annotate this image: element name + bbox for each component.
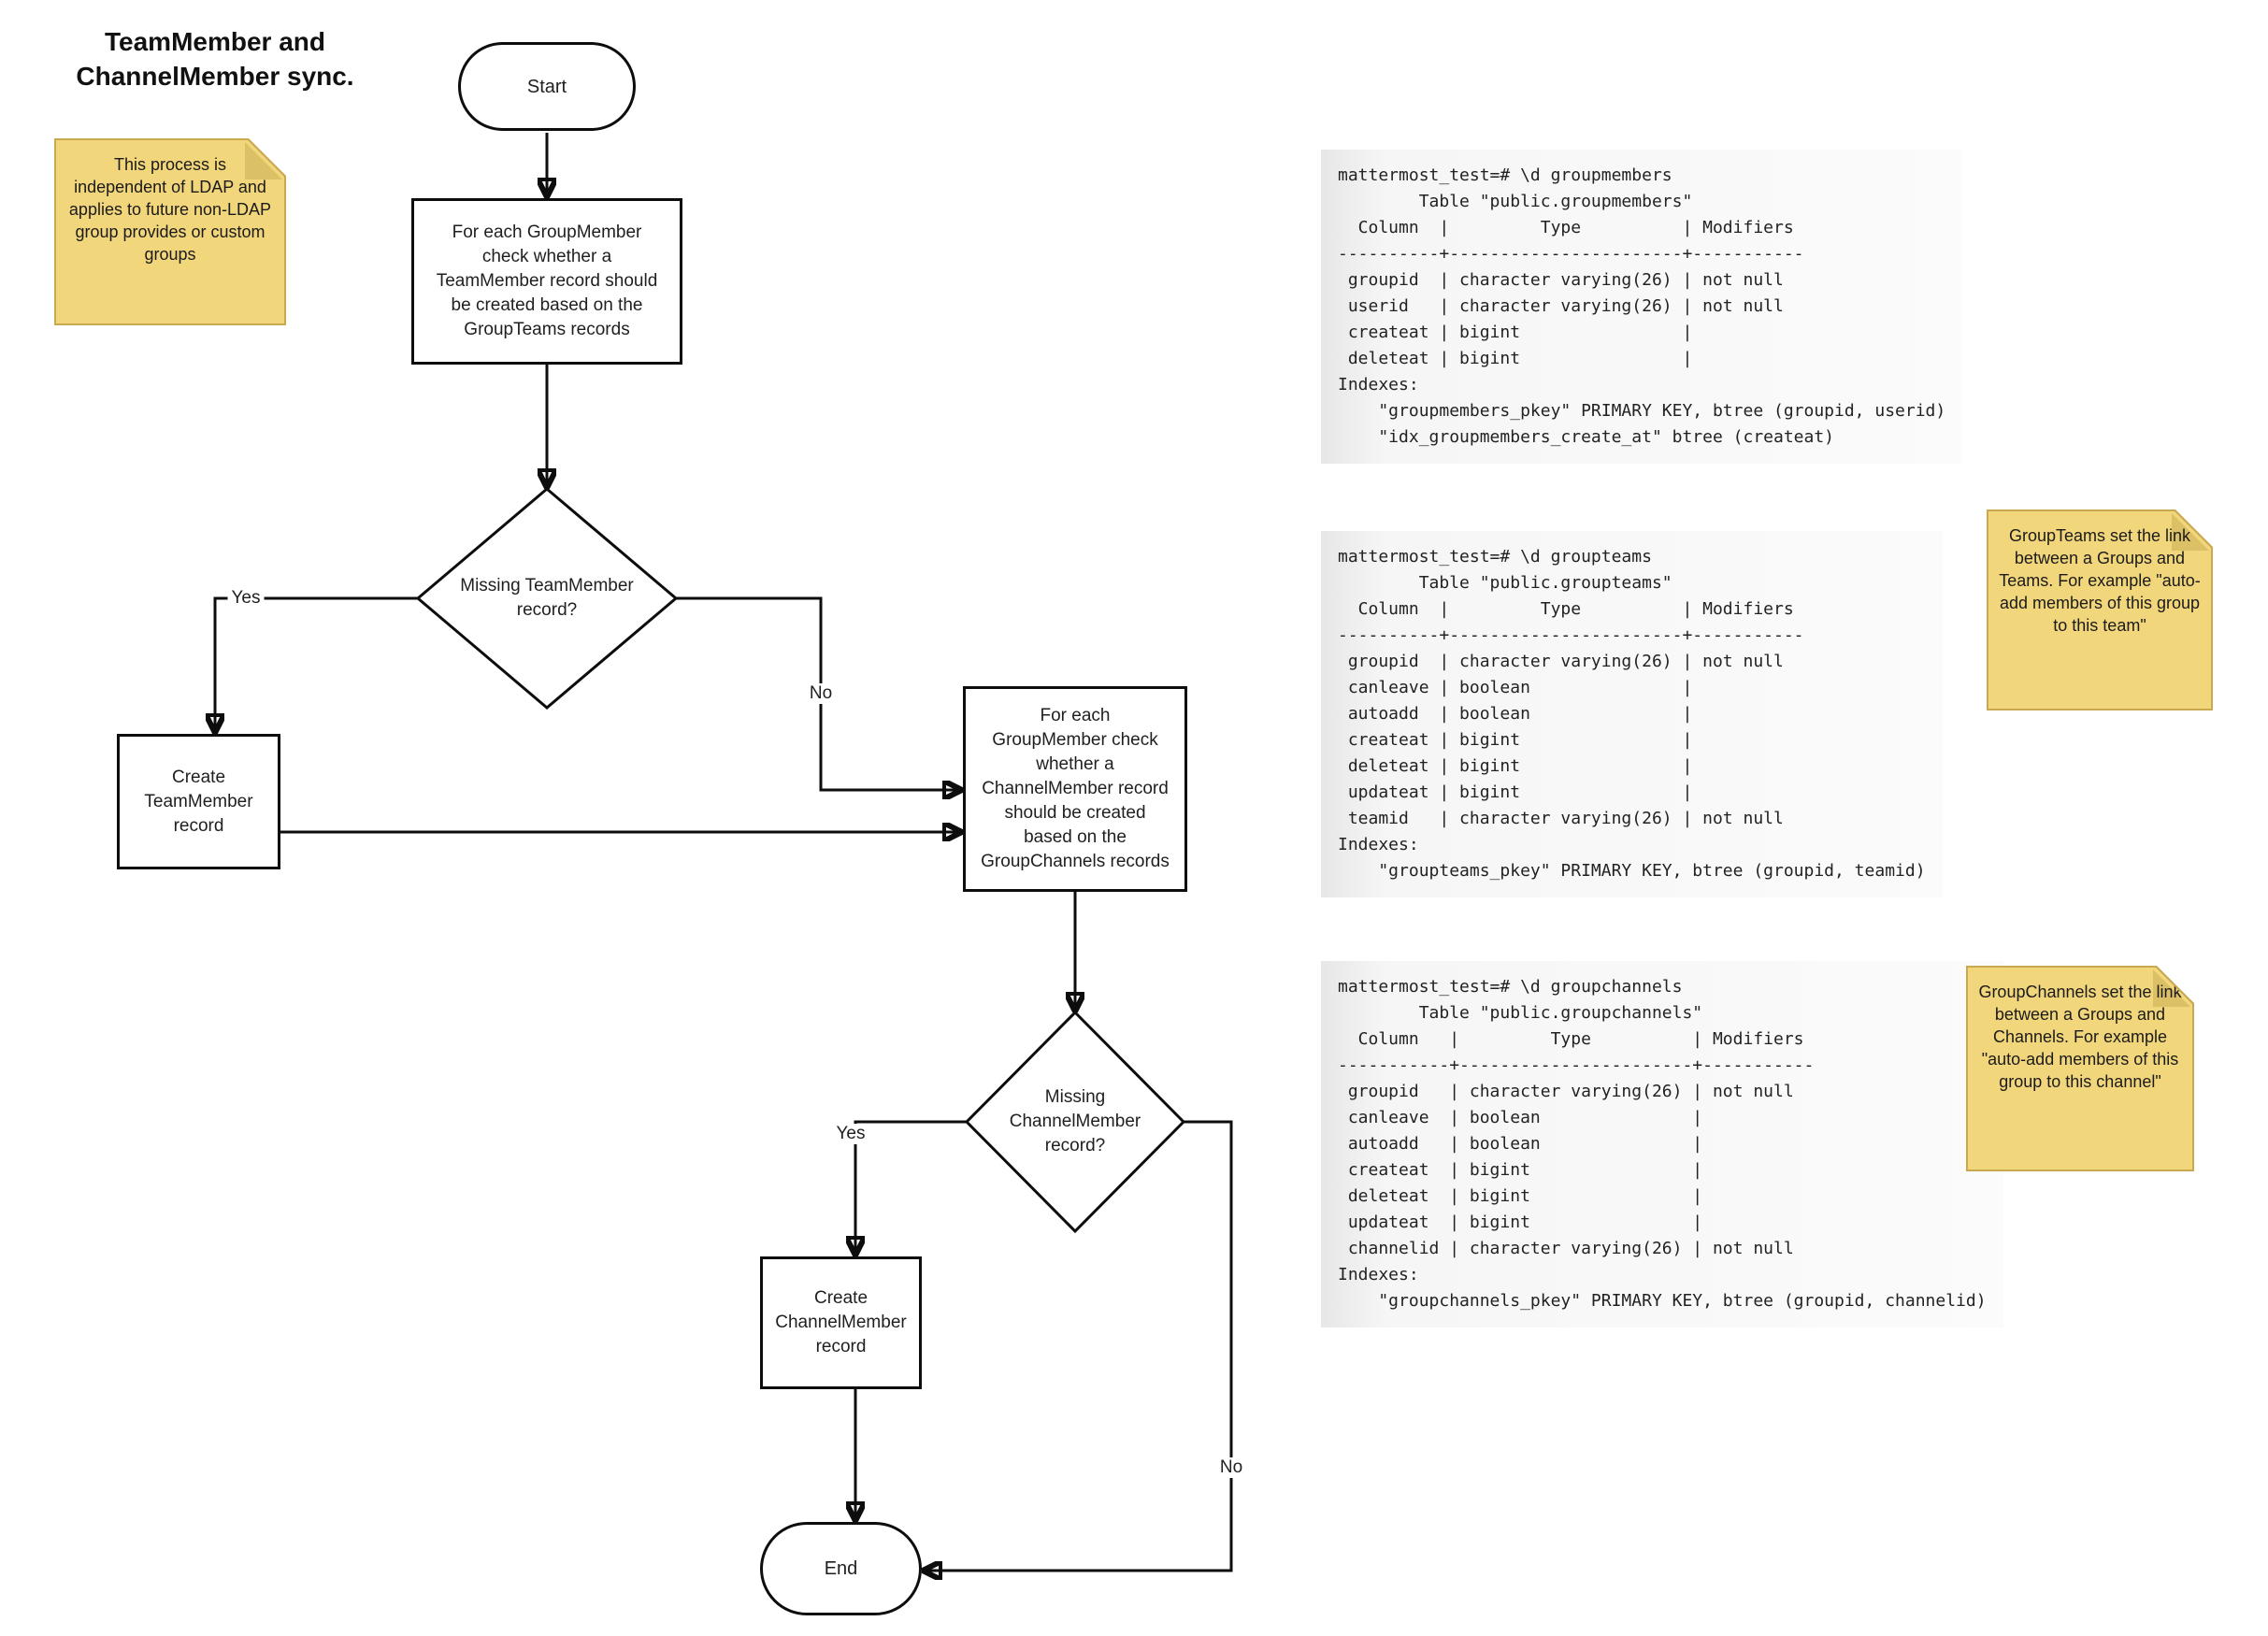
edge-label-yes-team: Yes <box>227 588 265 609</box>
decision-team-label: Missing TeamMember record? <box>460 576 634 620</box>
process-create-teammember: Create TeamMember record <box>117 734 280 869</box>
edge-label-no-team: No <box>805 683 837 704</box>
decision-channel-diamond <box>964 1010 1186 1234</box>
sticky-note-body: GroupChannels set the link between a Gro… <box>1968 968 2192 1170</box>
start-node: Start <box>458 42 636 131</box>
process-create-channelmember: Create ChannelMember record <box>760 1256 922 1389</box>
connector-decision-team-yes-to-create-team <box>215 596 418 731</box>
decision-team-diamond <box>415 487 679 710</box>
terminal-groupteams: mattermost_test=# \d groupteams Table "p… <box>1321 531 1943 897</box>
edge-label-no-channel: No <box>1215 1457 1247 1478</box>
sticky-note-groupteams: GroupTeams set the link between a Groups… <box>1987 509 2213 710</box>
sticky-note-process: This process is independent of LDAP and … <box>54 138 286 325</box>
terminal-groupchannels: mattermost_test=# \d groupchannels Table… <box>1321 961 2003 1327</box>
sticky-note-groupchannels: GroupChannels set the link between a Gro… <box>1966 966 2194 1171</box>
terminal-groupmembers: mattermost_test=# \d groupmembers Table … <box>1321 150 1963 464</box>
sticky-note-body: This process is independent of LDAP and … <box>56 140 284 323</box>
edge-label-yes-channel: Yes <box>832 1124 869 1144</box>
connector-decision-channel-yes-to-create-channel <box>855 1120 967 1254</box>
sticky-note-text: This process is independent of LDAP and … <box>68 155 272 264</box>
page-title: TeamMember and ChannelMember sync. <box>76 27 354 91</box>
sticky-note-text: GroupTeams set the link between a Groups… <box>1999 526 2201 635</box>
sticky-note-text: GroupChannels set the link between a Gro… <box>1978 983 2182 1091</box>
process-check-channelmember: For each GroupMember check whether a Cha… <box>963 686 1187 892</box>
sticky-note-body: GroupTeams set the link between a Groups… <box>1988 511 2211 709</box>
process-check-teammember: For each GroupMember check whether a Tea… <box>411 198 682 365</box>
decision-channel-label: Missing ChannelMember record? <box>1009 1087 1141 1155</box>
connector-decision-channel-no-to-end <box>925 1120 1233 1571</box>
end-node: End <box>760 1522 922 1615</box>
